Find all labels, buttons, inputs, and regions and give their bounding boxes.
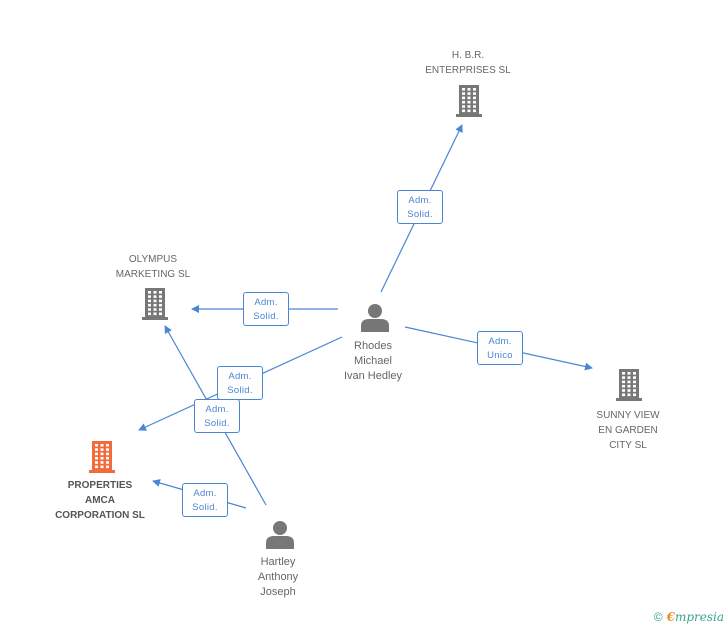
node-label-line: CITY SL <box>609 440 647 451</box>
node-label-line: AMCA <box>84 495 115 506</box>
relation-label-line: Solid. <box>204 418 230 429</box>
node-label-hbr[interactable]: H. B.R. ENTERPRISES SL <box>425 48 511 78</box>
relation-label-line: Adm. <box>205 404 229 415</box>
relation-badge-rhodes-hbr[interactable]: Adm. Solid. <box>397 190 443 224</box>
relation-label-line: Adm. <box>228 371 252 382</box>
node-label-olympus[interactable]: OLYMPUS MARKETING SL <box>116 252 190 282</box>
relation-label-line: Solid. <box>227 385 253 396</box>
building-icon-olympus[interactable] <box>142 288 168 320</box>
node-label-properties[interactable]: PROPERTIES AMCA CORPORATION SL <box>55 478 145 523</box>
relation-badge-hartley-olympus[interactable]: Adm. Solid. <box>194 399 240 433</box>
relation-label-line: Solid. <box>253 311 279 322</box>
relation-badge-hartley-properties[interactable]: Adm. Solid. <box>182 483 228 517</box>
person-icon-rhodes[interactable] <box>361 304 389 332</box>
relation-badge-rhodes-olympus[interactable]: Adm. Solid. <box>243 292 289 326</box>
empresia-watermark[interactable]: ©€mpresia <box>654 610 724 624</box>
relation-label-line: Adm. <box>488 336 512 347</box>
building-icon-hbr[interactable] <box>456 85 482 117</box>
relation-badge-rhodes-properties[interactable]: Adm. Solid. <box>217 366 263 400</box>
node-label-line: Rhodes <box>354 340 392 352</box>
node-label-line: EN GARDEN <box>598 425 658 436</box>
brand-name: mpresia <box>674 610 724 624</box>
relation-badge-rhodes-sunny[interactable]: Adm. Unico <box>477 331 523 365</box>
building-icon-properties[interactable] <box>89 441 115 473</box>
node-label-line: ENTERPRISES SL <box>425 65 511 76</box>
person-icon-hartley[interactable] <box>266 521 294 549</box>
brand-initial: € <box>666 610 675 624</box>
node-label-line: Hartley <box>260 556 296 568</box>
node-label-line: H. B.R. <box>451 50 485 61</box>
node-label-sunny[interactable]: SUNNY VIEW EN GARDEN CITY SL <box>596 408 659 453</box>
node-label-line: CORPORATION SL <box>55 510 145 521</box>
node-label-line: Joseph <box>260 586 296 598</box>
relation-label-line: Adm. <box>254 297 278 308</box>
node-label-line: PROPERTIES <box>67 480 133 491</box>
copyright-symbol: © <box>653 610 663 624</box>
relation-label-line: Adm. <box>193 488 217 499</box>
relation-label-line: Unico <box>487 350 513 361</box>
relation-label-line: Solid. <box>407 209 433 220</box>
node-label-line: Ivan Hedley <box>343 370 403 382</box>
node-label-line: Michael <box>354 355 392 367</box>
building-icon-sunny[interactable] <box>616 369 642 401</box>
relation-label-line: Adm. <box>408 195 432 206</box>
relation-label-line: Solid. <box>192 502 218 513</box>
node-label-line: OLYMPUS <box>128 254 178 265</box>
node-label-line: SUNNY VIEW <box>596 410 660 421</box>
node-label-line: MARKETING SL <box>115 269 191 280</box>
node-label-line: Anthony <box>257 571 299 583</box>
